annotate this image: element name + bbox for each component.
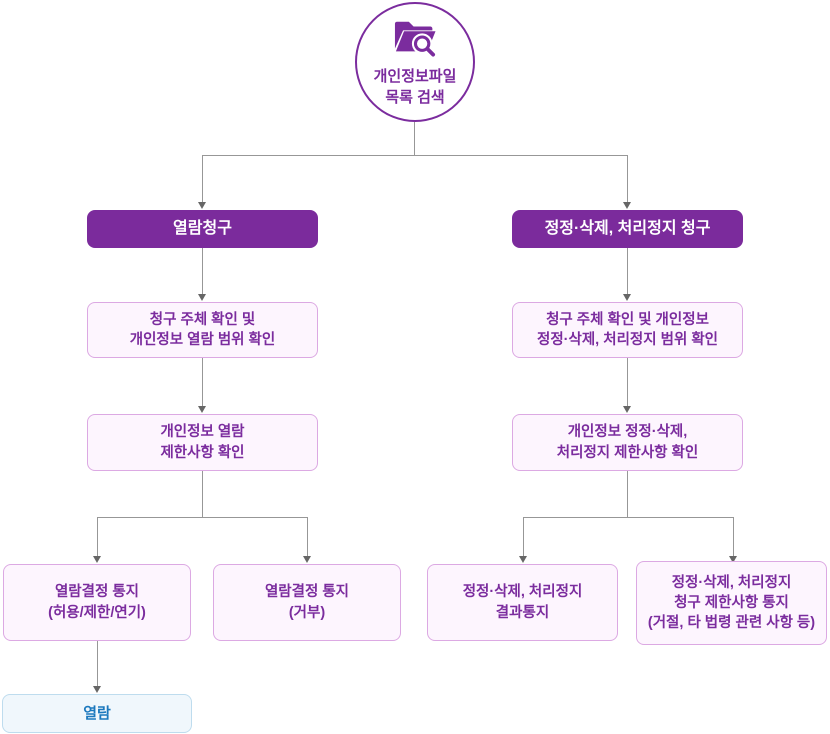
left-branch-header: 열람청구 <box>87 210 318 248</box>
left-step2-box: 개인정보 열람 제한사항 확인 <box>87 414 318 471</box>
connector-left-fork-bar <box>97 517 308 518</box>
connector-left-fork-stem <box>202 471 203 517</box>
right-step1-box: 청구 주체 확인 및 개인정보 정정·삭제, 처리정지 범위 확인 <box>512 302 743 358</box>
right-branch-header: 정정·삭제, 처리정지 청구 <box>512 210 743 248</box>
connector-right-step2 <box>627 358 628 406</box>
folder-search-icon <box>391 16 439 63</box>
connector-root-stem <box>414 122 415 155</box>
root-node-label: 개인정보파일 목록 검색 <box>373 68 457 106</box>
left-outcome2-box: 열람결정 통지 (거부) <box>213 564 401 641</box>
arrowhead-left-header <box>198 202 206 209</box>
arrowhead-right-outcome1 <box>519 556 527 563</box>
left-outcome1-box: 열람결정 통지 (허용/제한/연기) <box>3 564 191 641</box>
connector-left-step2 <box>202 358 203 406</box>
connector-left-outcome2 <box>307 517 308 556</box>
connector-right-fork-bar <box>523 517 734 518</box>
connector-right-step1 <box>627 248 628 294</box>
right-outcome2-box: 정정·삭제, 처리정지 청구 제한사항 통지 (거절, 타 법령 관련 사항 등… <box>636 561 827 645</box>
final-access-box: 열람 <box>2 694 192 733</box>
connector-root-split <box>202 155 628 156</box>
connector-right-outcome2 <box>733 517 734 556</box>
connector-final <box>97 641 98 686</box>
arrowhead-right-step2 <box>623 406 631 413</box>
connector-drop-left <box>202 155 203 202</box>
arrowhead-left-outcome1 <box>93 556 101 563</box>
connector-right-outcome1 <box>523 517 524 556</box>
arrowhead-left-step1 <box>198 294 206 301</box>
right-outcome1-box: 정정·삭제, 처리정지 결과통지 <box>427 564 618 641</box>
right-step2-box: 개인정보 정정·삭제, 처리정지 제한사항 확인 <box>512 414 743 471</box>
connector-drop-right <box>627 155 628 202</box>
connector-left-step1 <box>202 248 203 294</box>
left-step1-box: 청구 주체 확인 및 개인정보 열람 범위 확인 <box>87 302 318 358</box>
arrowhead-final <box>93 686 101 693</box>
connector-right-fork-stem <box>627 471 628 517</box>
root-node: 개인정보파일 목록 검색 <box>355 2 475 122</box>
connector-left-outcome1 <box>97 517 98 556</box>
arrowhead-right-outcome2 <box>729 556 737 563</box>
arrowhead-right-header <box>623 202 631 209</box>
arrowhead-left-step2 <box>198 406 206 413</box>
arrowhead-left-outcome2 <box>303 556 311 563</box>
arrowhead-right-step1 <box>623 294 631 301</box>
